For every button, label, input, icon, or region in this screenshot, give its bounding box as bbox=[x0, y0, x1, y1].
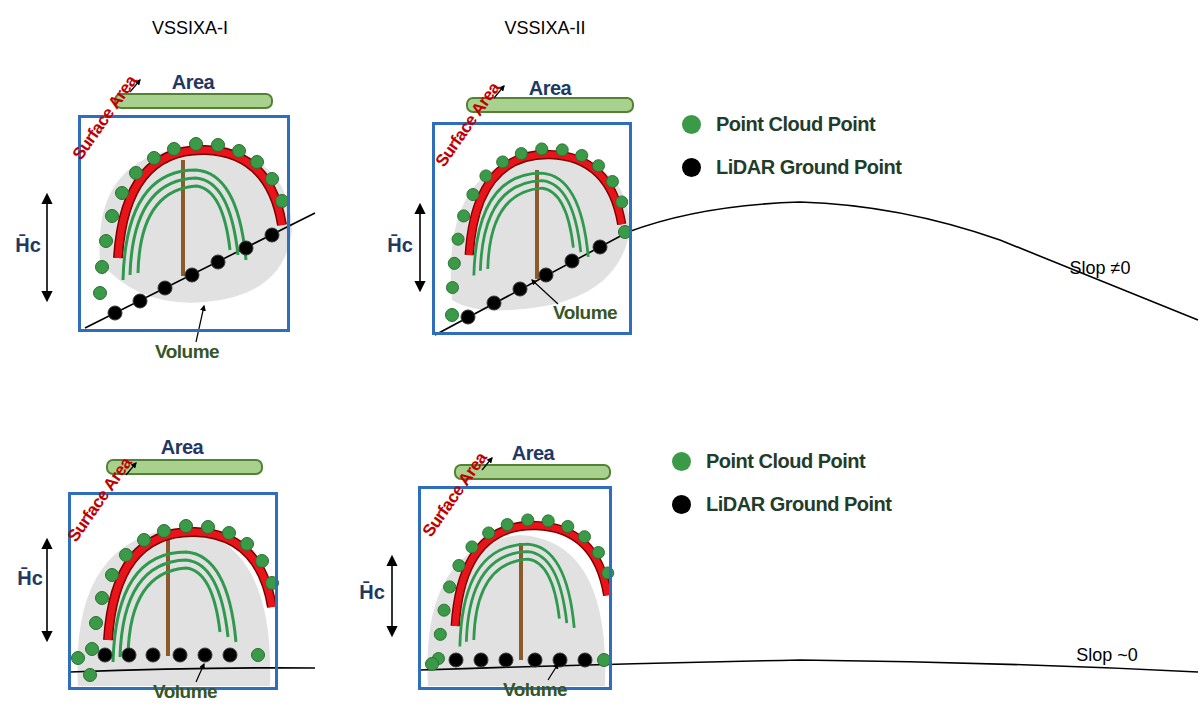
legend-swatch bbox=[672, 495, 691, 514]
height-label: H̄c bbox=[15, 234, 41, 257]
legend-text: Point Cloud Point bbox=[716, 113, 875, 136]
panel-box: AreaSurface AreaVolume bbox=[78, 115, 290, 332]
height-label: H̄c bbox=[359, 581, 385, 604]
legend-text: LiDAR Ground Point bbox=[706, 493, 891, 516]
panel-title: VSSIXA-II bbox=[504, 18, 585, 39]
surface-area-label: Surface Area bbox=[432, 79, 505, 171]
volume-label: Volume bbox=[153, 681, 217, 703]
panel-box: AreaSurface AreaVolume bbox=[68, 492, 278, 690]
panel-title: VSSIXA-I bbox=[152, 18, 228, 39]
surface-area-label: Surface Area bbox=[69, 72, 142, 164]
volume-label: Volume bbox=[503, 679, 567, 701]
volume-label: Volume bbox=[155, 341, 219, 363]
surface-area-label: Surface Area bbox=[64, 454, 137, 546]
panel-box: AreaSurface AreaVolume bbox=[418, 486, 612, 690]
slope-label: Slop ≠0 bbox=[1070, 258, 1131, 279]
area-label: Area bbox=[529, 77, 571, 100]
legend-text: LiDAR Ground Point bbox=[716, 156, 901, 179]
legend-swatch bbox=[682, 115, 701, 134]
surface-area-label: Surface Area bbox=[419, 449, 492, 541]
panel-box: AreaSurface AreaVolume bbox=[432, 122, 632, 335]
legend-swatch bbox=[682, 158, 701, 177]
area-label: Area bbox=[161, 436, 203, 459]
legend-text: Point Cloud Point bbox=[706, 450, 865, 473]
height-label: H̄c bbox=[17, 567, 43, 590]
area-label: Area bbox=[512, 442, 554, 465]
area-label: Area bbox=[172, 71, 214, 94]
legend-swatch bbox=[672, 452, 691, 471]
volume-label: Volume bbox=[553, 302, 617, 324]
height-label: H̄c bbox=[387, 234, 413, 257]
slope-label: Slop ~0 bbox=[1076, 645, 1138, 666]
